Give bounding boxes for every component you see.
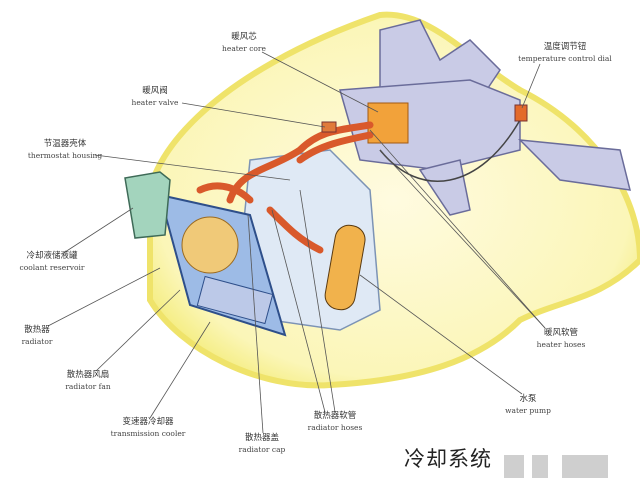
label-zh: 冷却液储液罐	[26, 251, 78, 261]
label-radiator-hoses: 散热器软管 radiator hoses	[308, 411, 363, 433]
watermark-block	[532, 455, 548, 478]
heater-core	[367, 102, 409, 144]
radiator-fan	[181, 216, 239, 274]
label-en: radiator fan	[65, 382, 111, 391]
temperature-dial-wire	[379, 119, 521, 182]
label-en: temperature control dial	[518, 54, 612, 63]
label-zh: 水泵	[519, 394, 537, 404]
label-zh: 暖风软管	[543, 328, 578, 338]
coolant-reservoir	[124, 171, 171, 239]
leader-lines	[47, 51, 546, 434]
transmission-cooler	[196, 275, 274, 325]
label-en: transmission cooler	[110, 429, 186, 438]
label-zh: 变速器冷却器	[122, 417, 174, 427]
label-zh: 温度调节钮	[543, 42, 587, 52]
label-en: thermostat housing	[27, 151, 103, 160]
label-zh: 暖风阀	[142, 86, 168, 96]
label-en: radiator hoses	[307, 423, 363, 432]
label-zh: 散热器软管	[313, 411, 357, 421]
label-zh: 散热器	[24, 325, 50, 335]
watermark-block	[504, 455, 524, 478]
water-pump-belt	[324, 224, 366, 311]
label-thermostat-housing: 节温器壳体 thermostat housing	[28, 139, 102, 161]
label-heater-hoses: 暖风软管 heater hoses	[537, 328, 586, 350]
watermark-block	[562, 455, 608, 478]
hoses	[196, 121, 374, 254]
temperature-dial	[514, 104, 528, 122]
label-coolant-reservoir: 冷却液储液罐 coolant reservoir	[20, 251, 85, 273]
label-radiator: 散热器 radiator	[22, 325, 53, 347]
label-en: heater core	[222, 44, 266, 53]
label-zh: 节温器壳体	[43, 139, 87, 149]
label-heater-core: 暖风芯 heater core	[222, 32, 266, 54]
label-water-pump: 水泵 water pump	[505, 394, 551, 416]
label-en: radiator	[21, 337, 53, 346]
diagram-title: 冷却系统	[404, 447, 492, 471]
label-zh: 散热器风扇	[66, 370, 110, 380]
label-en: heater valve	[131, 98, 179, 107]
label-zh: 散热器盖	[244, 433, 280, 443]
label-transmission-cooler: 变速器冷却器 transmission cooler	[111, 417, 186, 439]
label-en: water pump	[505, 406, 551, 415]
label-en: coolant reservoir	[19, 263, 85, 272]
label-zh: 暖风芯	[231, 32, 257, 42]
label-temperature-dial: 温度调节钮 temperature control dial	[518, 42, 612, 64]
heater-valve	[321, 121, 337, 133]
label-heater-valve: 暖风阀 heater valve	[132, 86, 179, 108]
label-en: radiator cap	[238, 445, 286, 454]
label-en: heater hoses	[536, 340, 586, 349]
label-radiator-fan: 散热器风扇 radiator fan	[65, 370, 110, 392]
label-radiator-cap: 散热器盖 radiator cap	[239, 433, 286, 455]
